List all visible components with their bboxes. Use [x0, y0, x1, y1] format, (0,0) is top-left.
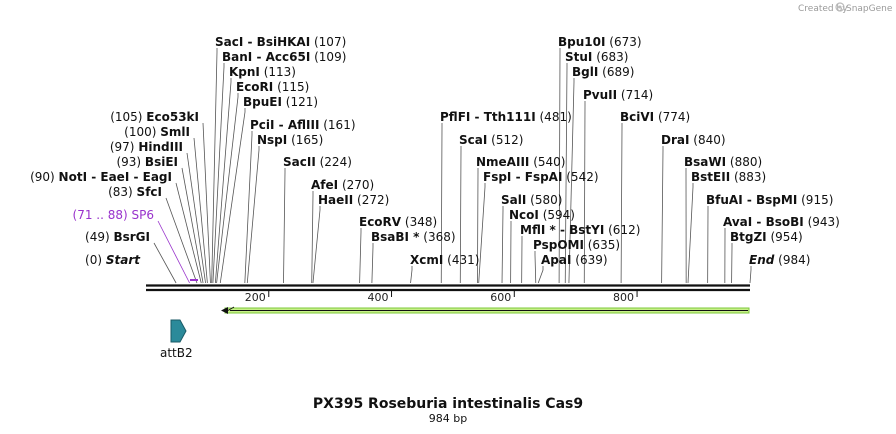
site-label-bfuai[interactable]: BfuAI - BspMI (915): [706, 193, 833, 207]
site-label-ecorv[interactable]: EcoRV (348): [359, 215, 437, 229]
site-label-pcii[interactable]: PciI - AflIII (161): [250, 118, 356, 132]
site-label-ncoi[interactable]: NcoI (594): [509, 208, 575, 222]
site-leader-line: [661, 146, 664, 284]
site-label-btgzi[interactable]: BtgZI (954): [730, 230, 803, 244]
site-leader-line: [193, 137, 208, 284]
site-label-pvuii[interactable]: PvuII (714): [583, 88, 653, 102]
site-leader-line: [216, 93, 239, 284]
site-leader-line: [165, 197, 198, 284]
site-leader-line: [175, 182, 202, 284]
site-label-avai[interactable]: AvaI - BsoBI (943): [723, 215, 840, 229]
site-leader-line: [410, 266, 413, 284]
credit-text: Created by: [798, 4, 848, 14]
site-leader-line: [477, 168, 479, 284]
site-label-hindiii[interactable]: (97) HindIII: [110, 140, 183, 154]
site-label-pflfi[interactable]: PflFI - Tth111I (481): [440, 110, 572, 124]
site-label-fspi[interactable]: FspI - FspAI (542): [483, 170, 599, 184]
attb2-feature-arrow[interactable]: [170, 319, 187, 343]
ruler-tick-label: 400: [368, 291, 389, 304]
site-label-bsawi[interactable]: BsaWI (880): [684, 155, 762, 169]
site-label-noti[interactable]: (90) NotI - EaeI - EagI: [30, 170, 172, 184]
ruler-ticks: 200 400 600 800: [245, 291, 638, 304]
site-label-bani[interactable]: BanI - Acc65I (109): [222, 50, 346, 64]
site-leader-line: [181, 167, 204, 284]
site-label-mfli[interactable]: MflI * - BstYI (612): [520, 223, 640, 237]
site-label-bsrgi[interactable]: (49) BsrGI: [85, 230, 150, 244]
site-label-bcivi[interactable]: BciVI (774): [620, 110, 690, 124]
site-leader-line: [749, 266, 752, 284]
site-label-smli[interactable]: (100) SmlI: [124, 125, 190, 139]
site-label-scai[interactable]: ScaI (512): [459, 133, 523, 147]
ruler-tick-label: 600: [490, 291, 511, 304]
site-leader-line: [157, 220, 190, 284]
site-leader-line: [537, 266, 544, 284]
site-leader-line: [478, 183, 486, 284]
site-label-afei[interactable]: AfeI (270): [311, 178, 374, 192]
site-label-start[interactable]: (0) Start: [85, 253, 141, 267]
site-leader-line: [440, 123, 443, 284]
site-label-nspi[interactable]: NspI (165): [257, 133, 323, 147]
site-label-haeii[interactable]: HaeII (272): [318, 193, 389, 207]
site-label-sp6[interactable]: (71 .. 88) SP6: [73, 208, 154, 222]
site-label-drai[interactable]: DraI (840): [661, 133, 726, 147]
site-leader-line: [501, 206, 504, 284]
site-label-ecori[interactable]: EcoRI (115): [236, 80, 309, 94]
site-leader-line: [568, 78, 575, 284]
attb2-label: attB2: [160, 346, 193, 360]
site-leader-line: [219, 108, 246, 284]
site-leader-line: [211, 48, 218, 284]
map-title: PX395 Roseburia intestinalis Cas9: [313, 396, 583, 412]
site-label-sfci[interactable]: (83) SfcI: [108, 185, 162, 199]
site-leader-line: [214, 78, 232, 284]
site-label-bpuei[interactable]: BpuEI (121): [243, 95, 318, 109]
site-label-kpni[interactable]: KpnI (113): [229, 65, 296, 79]
site-leader-line: [687, 183, 694, 284]
site-label-bpu10i[interactable]: Bpu10I (673): [558, 35, 642, 49]
site-label-bgli[interactable]: BglI (689): [572, 65, 634, 79]
site-label-saci[interactable]: SacI - BsiHKAI (107): [215, 35, 346, 49]
site-label-bsiei[interactable]: (93) BsiEI: [116, 155, 178, 169]
site-leader-line: [312, 206, 321, 284]
site-label-stui[interactable]: StuI (683): [565, 50, 628, 64]
site-leader-line: [620, 123, 623, 284]
map-length: 984 bp: [429, 412, 467, 425]
feature-green-arrow: [221, 306, 750, 314]
site-label-bsabi[interactable]: BsaBI * (368): [371, 230, 456, 244]
site-leader-line: [202, 122, 211, 284]
site-label-apai[interactable]: ApaI (639): [541, 253, 608, 267]
site-leader-line: [459, 146, 462, 284]
sequence-backbone: [146, 284, 750, 292]
ruler-tick-label: 200: [245, 291, 266, 304]
site-leader-lines: [153, 48, 752, 284]
site-leader-line: [186, 152, 206, 284]
site-leader-line: [244, 131, 253, 284]
site-leader-line: [564, 63, 568, 284]
site-label-xcmi[interactable]: XcmI (431): [410, 253, 479, 267]
site-leader-line: [534, 251, 537, 284]
site-label-bsteii[interactable]: BstEII (883): [691, 170, 766, 184]
site-leader-line: [359, 228, 362, 284]
site-label-nmeaiii[interactable]: NmeAIII (540): [476, 155, 565, 169]
site-labels: SacI - BsiHKAI (107)BanI - Acc65I (109)K…: [30, 35, 840, 267]
site-leader-line: [212, 63, 225, 284]
site-leader-line: [246, 146, 260, 284]
site-leader-line: [583, 101, 586, 284]
site-leader-line: [311, 191, 314, 284]
site-label-pspomi[interactable]: PspOMI (635): [533, 238, 620, 252]
snapgene-logo-icon: [835, 2, 845, 12]
site-label-sacii[interactable]: SacII (224): [283, 155, 352, 169]
ruler-tick-label: 800: [613, 291, 634, 304]
site-label-eco53ki[interactable]: (105) Eco53kI: [110, 110, 199, 124]
snapgene-brand: SnapGene: [846, 4, 893, 14]
site-leader-line: [283, 168, 286, 284]
site-label-sali[interactable]: SalI (580): [501, 193, 562, 207]
site-leader-line: [153, 242, 177, 284]
site-leader-line: [371, 243, 374, 284]
site-leader-line: [558, 48, 561, 284]
site-label-end[interactable]: End (984): [749, 253, 810, 267]
